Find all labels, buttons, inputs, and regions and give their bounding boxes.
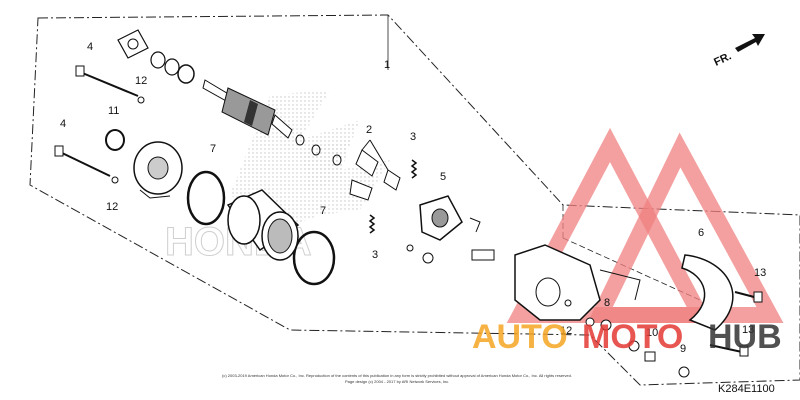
callout-8: 8 (604, 297, 610, 309)
callout-5: 5 (440, 171, 446, 183)
callout-4-lower: 4 (60, 118, 66, 130)
o-ring-11 (105, 129, 125, 151)
o-ring-12-lower (111, 176, 119, 184)
callout-1: 1 (384, 59, 390, 71)
brush-terminal-set (349, 139, 401, 201)
watermark-hub: HUB (708, 318, 782, 356)
direction-label: FR. (712, 50, 733, 68)
front-cover (133, 141, 183, 199)
brush-holder (406, 195, 495, 264)
callout-6: 6 (698, 227, 704, 239)
diagram-part-code: K284E1100 (718, 383, 775, 395)
callout-12-right: 12 (560, 325, 572, 337)
brush-holder-plate (117, 29, 149, 59)
washers-top (150, 51, 195, 84)
callout-10: 10 (646, 327, 658, 339)
washer-stack (564, 299, 690, 378)
bolt-13-upper (734, 291, 763, 303)
motor-yoke (226, 189, 300, 261)
o-ring-7-right (292, 230, 336, 286)
callout-2: 2 (366, 124, 372, 136)
callout-13-upper: 13 (754, 267, 766, 279)
watermark-auto: AUTO (472, 318, 568, 356)
leader-line-dash (562, 237, 701, 301)
front-direction-arrow-icon (735, 34, 765, 52)
callout-3-lower: 3 (372, 249, 378, 261)
bolt-13-lower (709, 344, 749, 357)
callout-12-upper: 12 (135, 75, 147, 87)
long-bolt-lower (54, 145, 111, 177)
callout-3-upper: 3 (410, 131, 416, 143)
assembly-boundary (29, 14, 800, 386)
starter-motor-body (514, 244, 641, 321)
copyright-line-1: (c) 2003-2019 American Honda Motor Co., … (222, 373, 572, 378)
o-ring-7-left (186, 170, 226, 226)
brush-spring-lower (368, 214, 376, 234)
long-bolt-upper (75, 65, 139, 97)
callout-4-upper: 4 (87, 41, 93, 53)
callout-7-right: 7 (320, 205, 326, 217)
callout-7-left: 7 (210, 143, 216, 155)
watermark-moto: MOTO (582, 318, 683, 356)
motor-cover (681, 254, 734, 331)
o-ring-12-upper (137, 96, 145, 104)
callout-11: 11 (108, 105, 119, 117)
armature (202, 79, 342, 166)
callout-9: 9 (680, 343, 686, 355)
automotohub-triangle-logo (506, 127, 784, 323)
callout-13-lower: 13 (742, 324, 754, 336)
callout-12-lower: 12 (106, 201, 118, 213)
copyright-line-2: Page design (c) 2004 - 2017 by ARI Netwo… (345, 379, 449, 384)
brush-spring-upper (410, 159, 418, 179)
